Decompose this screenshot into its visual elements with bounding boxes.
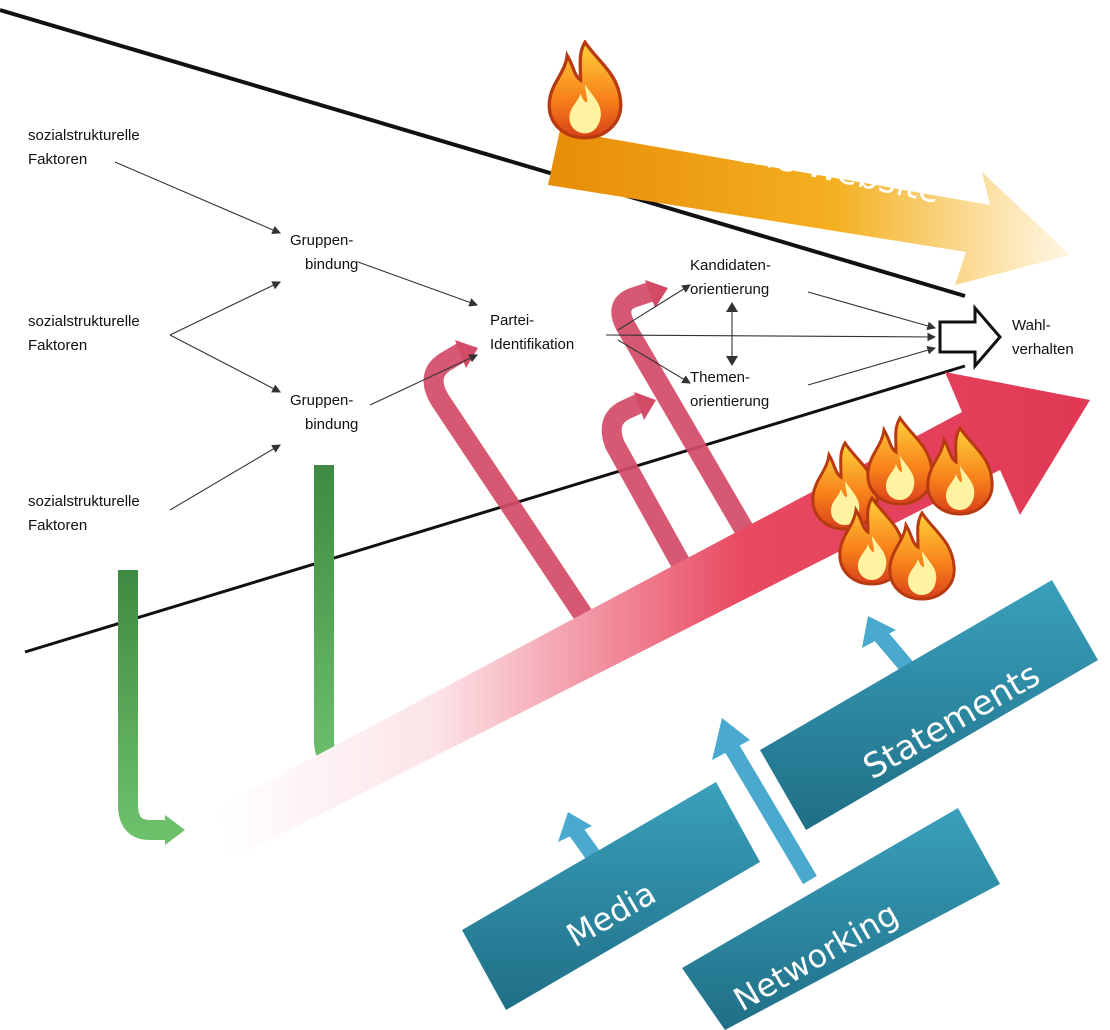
pink-arrow-3 (611, 280, 764, 554)
node-sozial-1: sozialstrukturelle Faktoren (28, 127, 140, 168)
flame-icon (866, 416, 934, 506)
pink-arrow-2 (601, 392, 699, 585)
svg-text:Gruppen-: Gruppen- (290, 392, 353, 409)
svg-text:verhalten: verhalten (1012, 341, 1074, 358)
blue-arrow-networking (712, 718, 817, 885)
blue-arrow-statements (862, 616, 915, 674)
svg-text:Gruppen-: Gruppen- (290, 232, 353, 249)
svg-text:Faktoren: Faktoren (28, 151, 87, 168)
node-kandidaten: Kandidaten- orientierung (690, 257, 771, 298)
node-themen: Themen- orientierung (690, 369, 769, 410)
node-sozial-3: sozialstrukturelle Faktoren (28, 493, 140, 534)
node-wahl: Wahl- verhalten (1012, 317, 1074, 358)
svg-text:Themen-: Themen- (690, 369, 750, 386)
node-gruppen-1: Gruppen- bindung (290, 232, 358, 273)
svg-text:Kandidaten-: Kandidaten- (690, 257, 771, 274)
diagram-edges (114, 161, 937, 511)
svg-text:bindung: bindung (305, 416, 358, 433)
svg-text:Faktoren: Faktoren (28, 517, 87, 534)
svg-text:orientierung: orientierung (690, 281, 769, 298)
wahl-output-arrow (938, 303, 1002, 371)
static-website-arrow: Statische Website (548, 110, 1070, 285)
svg-text:bindung: bindung (305, 256, 358, 273)
svg-text:sozialstrukturelle: sozialstrukturelle (28, 127, 140, 144)
svg-text:Faktoren: Faktoren (28, 337, 87, 354)
node-partei: Partei- Identifikation (490, 312, 574, 353)
svg-text:Identifikation: Identifikation (490, 336, 574, 353)
flame-icon (888, 511, 956, 601)
green-arrow-left (118, 570, 185, 845)
svg-text:sozialstrukturelle: sozialstrukturelle (28, 313, 140, 330)
svg-text:orientierung: orientierung (690, 393, 769, 410)
node-sozial-2: sozialstrukturelle Faktoren (28, 313, 140, 354)
node-gruppen-2: Gruppen- bindung (290, 392, 358, 433)
svg-text:Wahl-: Wahl- (1012, 317, 1051, 334)
pink-arrow-1 (423, 340, 609, 646)
flame-icon (547, 40, 623, 140)
svg-text:Partei-: Partei- (490, 312, 534, 329)
funnel-top-line (0, 8, 966, 298)
blue-arrow-media (558, 812, 602, 863)
funnel-bottom-line (24, 364, 966, 654)
svg-text:sozialstrukturelle: sozialstrukturelle (28, 493, 140, 510)
